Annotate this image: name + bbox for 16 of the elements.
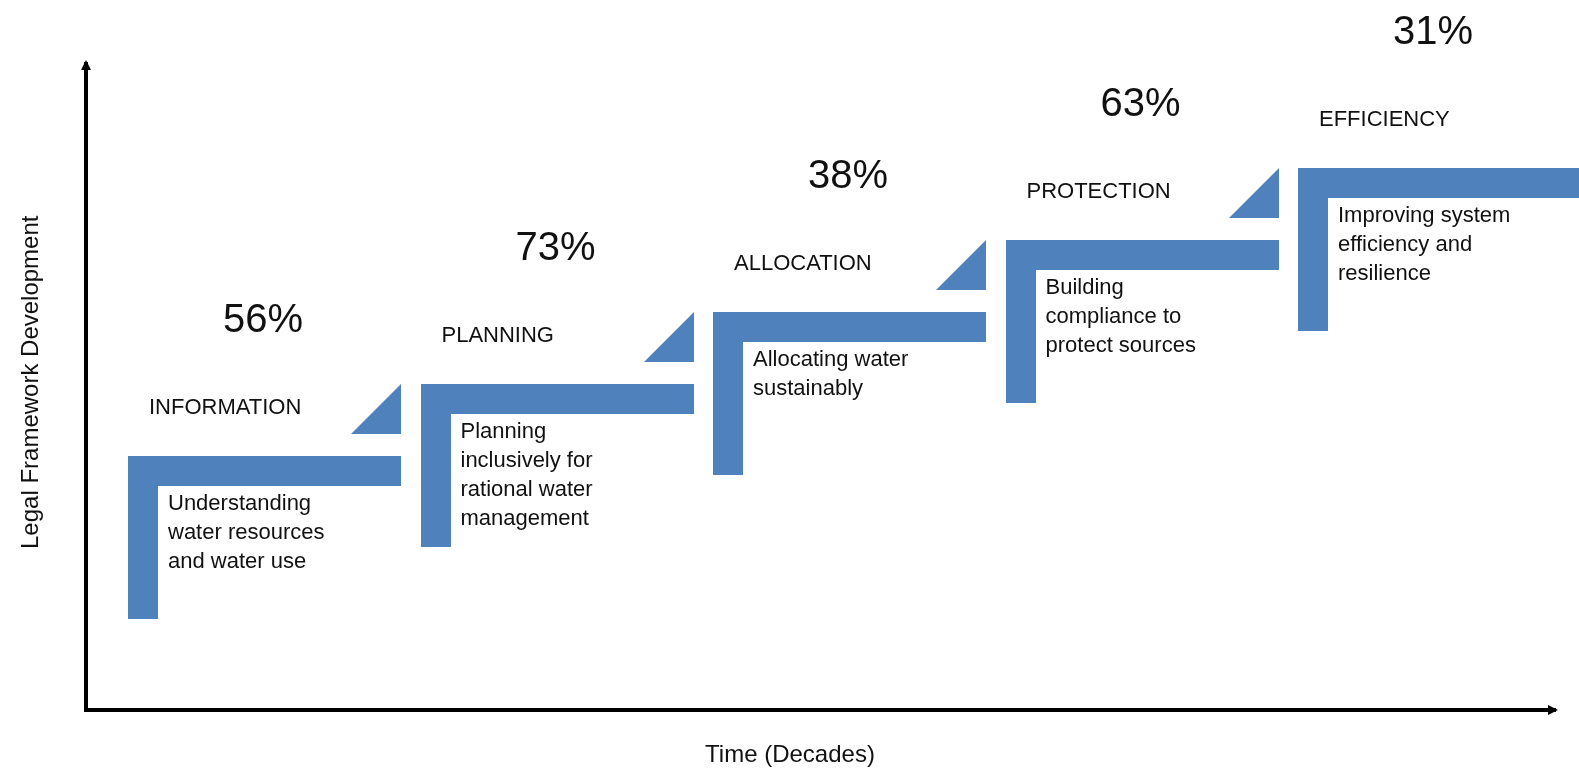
step-heading: PROTECTION	[1026, 178, 1171, 204]
step-description: Improving system efficiency and resilience	[1338, 201, 1512, 287]
step-description: Building compliance to protect sources	[1045, 273, 1197, 359]
percentage-value: 56%	[221, 296, 305, 341]
step-heading: ALLOCATION	[734, 250, 872, 276]
percentage-value: 31%	[1391, 8, 1475, 53]
percentage-value: 63%	[1099, 80, 1182, 125]
percentage-value: 38%	[806, 152, 890, 197]
step-heading: INFORMATION	[149, 394, 302, 420]
percentage-value: 73%	[514, 224, 597, 269]
step-description: Planning inclusively for rational water management	[460, 417, 594, 532]
step-description: Allocating water sustainably	[753, 345, 910, 402]
step-heading: PLANNING	[441, 322, 554, 348]
step-heading: EFFICIENCY	[1319, 106, 1450, 132]
x-axis-title: Time (Decades)	[704, 740, 876, 768]
step-description: Understanding water resources and water use	[168, 489, 326, 575]
